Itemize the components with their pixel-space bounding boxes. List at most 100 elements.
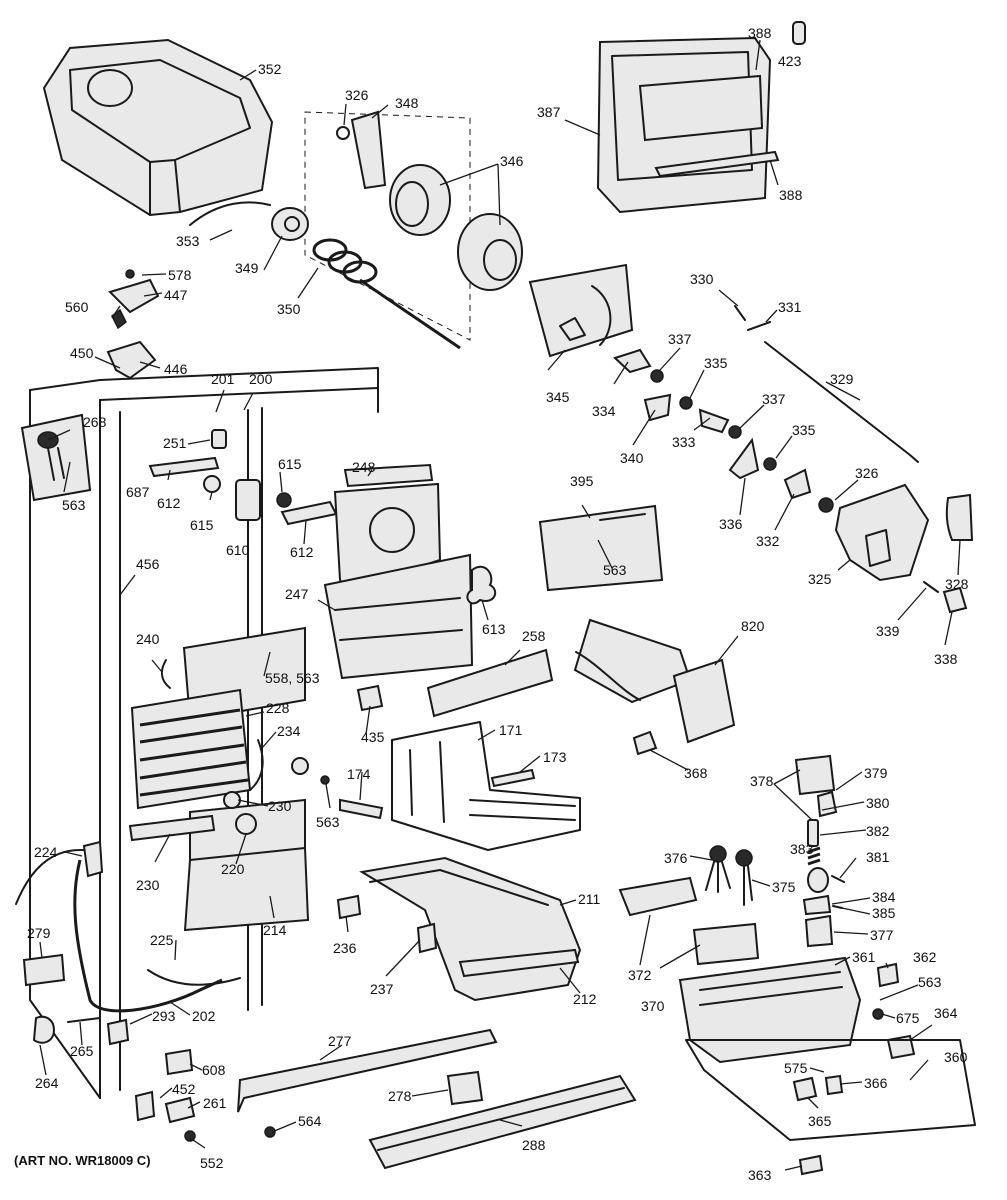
label-388-top: 388 — [748, 25, 772, 41]
label-372: 372 — [628, 967, 652, 983]
label-174: 174 — [347, 766, 371, 782]
label-446: 446 — [164, 361, 188, 377]
label-456: 456 — [136, 556, 160, 572]
lower-frame-parts — [32, 1015, 824, 1176]
label-236: 236 — [333, 940, 357, 956]
label-608: 608 — [202, 1062, 226, 1078]
label-365: 365 — [808, 1113, 832, 1129]
label-200: 200 — [249, 371, 273, 387]
label-247: 247 — [285, 586, 309, 602]
label-337-b: 337 — [762, 391, 786, 407]
label-387: 387 — [537, 104, 561, 120]
label-337-a: 337 — [668, 331, 692, 347]
label-423: 423 — [778, 53, 802, 69]
label-364: 364 — [934, 1005, 958, 1021]
label-349: 349 — [235, 260, 259, 276]
label-268: 268 — [83, 414, 107, 430]
label-612-a: 612 — [157, 495, 181, 511]
label-388-bottom: 388 — [779, 187, 803, 203]
label-350: 350 — [277, 301, 301, 317]
label-575: 575 — [784, 1060, 808, 1076]
label-379: 379 — [864, 765, 888, 781]
label-278: 278 — [388, 1088, 412, 1104]
label-220: 220 — [221, 861, 245, 877]
label-277: 277 — [328, 1033, 352, 1049]
cam-and-linkage — [528, 263, 919, 500]
label-212: 212 — [573, 991, 597, 1007]
label-361: 361 — [852, 949, 876, 965]
label-332: 332 — [756, 533, 780, 549]
label-376: 376 — [664, 850, 688, 866]
label-820: 820 — [741, 618, 765, 634]
label-346: 346 — [500, 153, 524, 169]
label-353: 353 — [176, 233, 200, 249]
label-173: 173 — [543, 749, 567, 765]
label-201: 201 — [211, 371, 235, 387]
label-366: 366 — [864, 1075, 888, 1091]
label-395: 395 — [570, 473, 594, 489]
label-615-b: 615 — [190, 517, 214, 533]
icemaker-820 — [573, 618, 736, 756]
label-225: 225 — [150, 932, 174, 948]
label-264: 264 — [35, 1075, 59, 1091]
label-345: 345 — [546, 389, 570, 405]
label-326: 326 — [345, 87, 369, 103]
label-279: 279 — [27, 925, 51, 941]
label-340: 340 — [620, 450, 644, 466]
evaporator-and-light-shield — [128, 626, 310, 932]
callout-labels: 352 326 348 346 353 349 350 387 388 423 … — [27, 25, 969, 1183]
label-251: 251 — [163, 435, 187, 451]
label-325: 325 — [808, 571, 832, 587]
label-248: 248 — [352, 459, 376, 475]
label-338: 338 — [934, 651, 958, 667]
label-202: 202 — [192, 1008, 216, 1024]
label-335-b: 335 — [792, 422, 816, 438]
label-563-d: 563 — [918, 974, 942, 990]
shelf-171 — [320, 721, 581, 851]
label-328: 328 — [945, 576, 969, 592]
label-558-563: 558, 563 — [265, 670, 320, 686]
label-382: 382 — [866, 823, 890, 839]
label-339: 339 — [876, 623, 900, 639]
label-383: 383 — [790, 841, 814, 857]
label-261: 261 — [203, 1095, 227, 1111]
fasteners-left — [106, 269, 160, 380]
dispenser-housing-247 — [323, 463, 497, 712]
label-234: 234 — [277, 723, 301, 739]
label-563-c: 563 — [316, 814, 340, 830]
label-435: 435 — [361, 729, 385, 745]
water-tubing — [15, 840, 241, 1013]
cover-395 — [538, 504, 664, 592]
label-335-a: 335 — [704, 355, 728, 371]
label-288: 288 — [522, 1137, 546, 1153]
label-258: 258 — [522, 628, 546, 644]
label-578: 578 — [168, 267, 192, 283]
label-362: 362 — [913, 949, 937, 965]
label-612-b: 612 — [290, 544, 314, 560]
label-385: 385 — [872, 905, 896, 921]
label-211: 211 — [578, 891, 601, 907]
label-615-a: 615 — [278, 456, 302, 472]
label-377: 377 — [870, 927, 894, 943]
motor-housing-325 — [818, 483, 974, 614]
label-331: 331 — [778, 299, 802, 315]
control-box-and-cover — [618, 876, 976, 1141]
label-381: 381 — [866, 849, 890, 865]
label-552: 552 — [200, 1155, 224, 1171]
label-610: 610 — [226, 542, 250, 558]
label-348: 348 — [395, 95, 419, 111]
label-334: 334 — [592, 403, 616, 419]
label-563-b: 563 — [603, 562, 627, 578]
label-230-b: 230 — [136, 877, 160, 893]
label-329: 329 — [830, 371, 854, 387]
label-230-a: 230 — [268, 798, 292, 814]
label-171: 171 — [499, 722, 523, 738]
label-326-b: 326 — [855, 465, 879, 481]
label-564: 564 — [298, 1113, 322, 1129]
label-352: 352 — [258, 61, 282, 77]
label-265: 265 — [70, 1043, 94, 1059]
ice-bucket-352 — [42, 38, 274, 217]
label-450: 450 — [70, 345, 94, 361]
label-333: 333 — [672, 434, 696, 450]
